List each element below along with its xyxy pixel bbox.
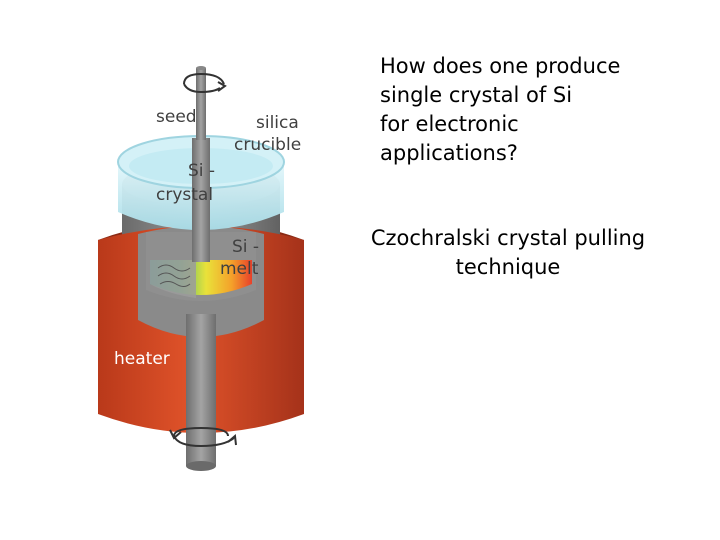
lower-shaft	[186, 314, 216, 466]
label-si-crystal-1: Si -	[188, 161, 215, 181]
question-line: for electronic	[380, 112, 519, 136]
melt-flow-lines	[157, 264, 191, 287]
silicon-crystal	[192, 138, 210, 262]
answer-line: technique	[455, 255, 561, 279]
question-text: How does one produce single crystal of S…	[380, 52, 680, 168]
question-line: single crystal of Si	[380, 83, 573, 107]
answer-line: Czochralski crystal pulling	[370, 226, 646, 250]
label-crucible: crucible	[234, 135, 301, 155]
seed-rod	[196, 68, 206, 140]
label-heater: heater	[114, 349, 170, 369]
seed-rod-top	[196, 66, 206, 70]
label-si-crystal-2: crystal	[156, 185, 213, 205]
question-line: How does one produce	[380, 54, 621, 78]
czochralski-diagram-svg: seed silica crucible Si - crystal Si - m…	[98, 66, 304, 471]
label-seed: seed	[156, 107, 197, 127]
lower-shaft-end	[186, 461, 216, 471]
label-si-melt-1: Si -	[232, 237, 259, 257]
question-line: applications?	[380, 141, 518, 165]
rotation-arrow-top-icon	[183, 72, 227, 94]
rotation-arrow-bottom-icon	[169, 426, 237, 448]
melt-convection-pattern	[150, 260, 196, 298]
czochralski-diagram: seed silica crucible Si - crystal Si - m…	[88, 62, 314, 474]
answer-text: Czochralski crystal pulling technique	[348, 224, 668, 282]
label-si-melt-2: melt	[220, 259, 259, 279]
label-silica: silica	[256, 113, 299, 133]
